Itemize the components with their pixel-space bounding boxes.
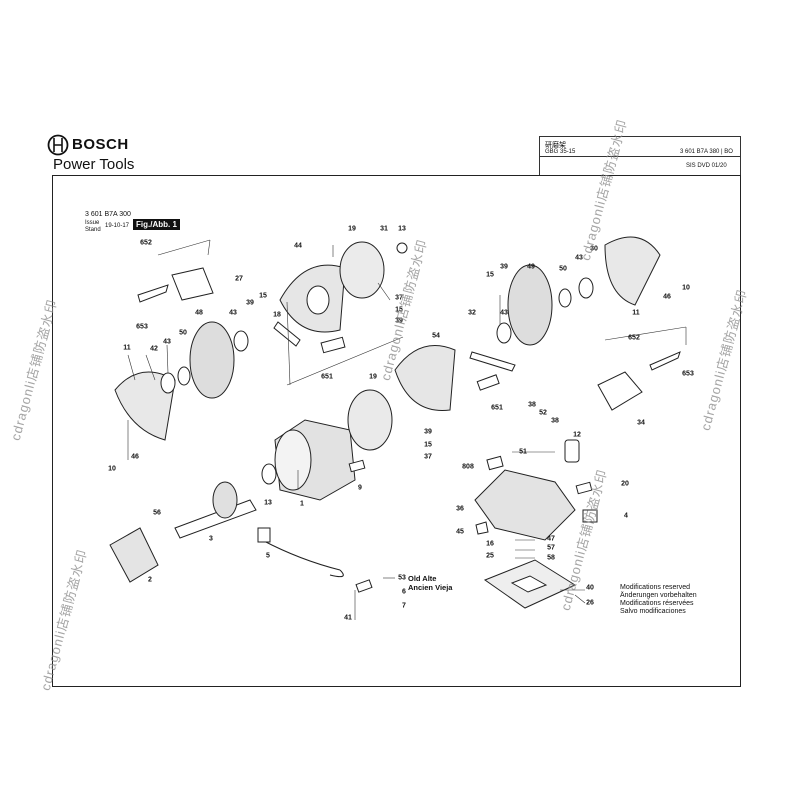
callout-41: 41 (344, 614, 352, 622)
callout-37b: 37 (424, 453, 432, 461)
callout-15: 15 (259, 292, 267, 300)
callout-37: 37 (395, 294, 403, 302)
old-part-line2: Ancien Vieja (408, 583, 453, 592)
callout-19b: 19 (369, 373, 377, 381)
callout-15b: 15 (395, 306, 403, 314)
callout-19: 19 (348, 225, 356, 233)
callout-43b: 43 (229, 309, 237, 317)
callout-57: 57 (547, 544, 555, 552)
callout-652: 652 (140, 239, 152, 247)
callout-52: 52 (539, 409, 547, 417)
brand-subtitle: Power Tools (53, 156, 135, 173)
callout-39c: 39 (424, 428, 432, 436)
callout-25: 25 (486, 552, 494, 560)
callout-43d: 43 (575, 254, 583, 262)
callout-10b: 10 (682, 284, 690, 292)
callout-53: 53 (398, 574, 406, 582)
callout-15c: 15 (424, 441, 432, 449)
callout-40: 40 (586, 584, 594, 592)
callout-46b: 46 (663, 293, 671, 301)
drawing-frame (52, 175, 741, 687)
callout-5: 5 (266, 552, 270, 560)
callout-10: 10 (108, 465, 116, 473)
callout-39d: 39 (500, 263, 508, 271)
callout-6: 6 (402, 588, 406, 596)
callout-31: 31 (380, 225, 388, 233)
article-number: 3 601 B7A 300 (85, 211, 131, 218)
issue-label: Issue (85, 220, 100, 226)
callout-651: 651 (321, 373, 333, 381)
callout-13b: 13 (264, 499, 272, 507)
callout-38b: 38 (551, 417, 559, 425)
callout-51: 51 (519, 448, 527, 456)
callout-48: 48 (195, 309, 203, 317)
dvd-label: SIS DVD 01/20 (686, 163, 727, 169)
callout-43: 43 (163, 338, 171, 346)
callout-43c: 43 (500, 309, 508, 317)
mod-line-fr: Modifications réservées (620, 600, 694, 607)
callout-46: 46 (131, 453, 139, 461)
callout-54: 54 (432, 332, 440, 340)
callout-44: 44 (294, 242, 302, 250)
mod-line-en: Modifications reserved (620, 584, 691, 591)
callout-42: 42 (150, 345, 158, 353)
callout-16: 16 (486, 540, 494, 548)
callout-56: 56 (153, 509, 161, 517)
callout-38: 38 (528, 401, 536, 409)
callout-39: 39 (246, 299, 254, 307)
callout-45: 45 (456, 528, 464, 536)
callout-15d: 15 (486, 271, 494, 279)
callout-2: 2 (148, 576, 152, 584)
figure-label: Fig./Abb. 1 (133, 219, 180, 230)
callout-49: 49 (527, 263, 535, 271)
callout-32: 32 (468, 309, 476, 317)
callout-39b: 39 (395, 317, 403, 325)
callout-50b: 50 (559, 265, 567, 273)
old-part-line1: Old Alte (408, 574, 437, 583)
callout-47: 47 (547, 535, 555, 543)
callout-653: 653 (136, 323, 148, 331)
callout-11b: 11 (632, 309, 640, 317)
callout-26: 26 (586, 599, 594, 607)
part-number: 3 601 B7A 380 | BO (680, 149, 733, 155)
model-name: GBG 35-15 (545, 149, 576, 155)
title-cn: 研磨架 (545, 142, 566, 149)
callout-653b: 653 (682, 370, 694, 378)
callout-652b: 652 (628, 334, 640, 342)
callout-9: 9 (358, 484, 362, 492)
callout-34: 34 (637, 419, 645, 427)
mod-line-de: Änderungen vorbehalten (620, 592, 697, 599)
callout-11: 11 (123, 344, 131, 352)
callout-651b: 651 (491, 404, 503, 412)
callout-30: 30 (590, 245, 598, 253)
modifications-note: Modifications reserved Änderungen vorbeh… (620, 584, 697, 616)
callout-12: 12 (573, 431, 581, 439)
callout-808: 808 (462, 463, 474, 471)
mod-line-es: Salvo modificaciones (620, 608, 686, 615)
callout-36: 36 (456, 505, 464, 513)
issue-date: 19-10-17 (105, 223, 130, 229)
callout-13: 13 (398, 225, 406, 233)
callout-50: 50 (179, 329, 187, 337)
callout-58: 58 (547, 554, 555, 562)
callout-4: 4 (624, 512, 628, 520)
callout-7: 7 (402, 602, 406, 610)
callout-3: 3 (209, 535, 213, 543)
stand-label: Stand (85, 227, 101, 233)
callout-18: 18 (273, 311, 281, 319)
bosch-logo (47, 134, 69, 161)
callout-20: 20 (621, 480, 629, 488)
old-part-note: Old Alte Ancien Vieja (408, 574, 452, 592)
brand-logo-text: BOSCH (72, 136, 129, 153)
callout-27: 27 (235, 275, 243, 283)
callout-1: 1 (300, 500, 304, 508)
bosch-armature-icon (47, 134, 69, 156)
